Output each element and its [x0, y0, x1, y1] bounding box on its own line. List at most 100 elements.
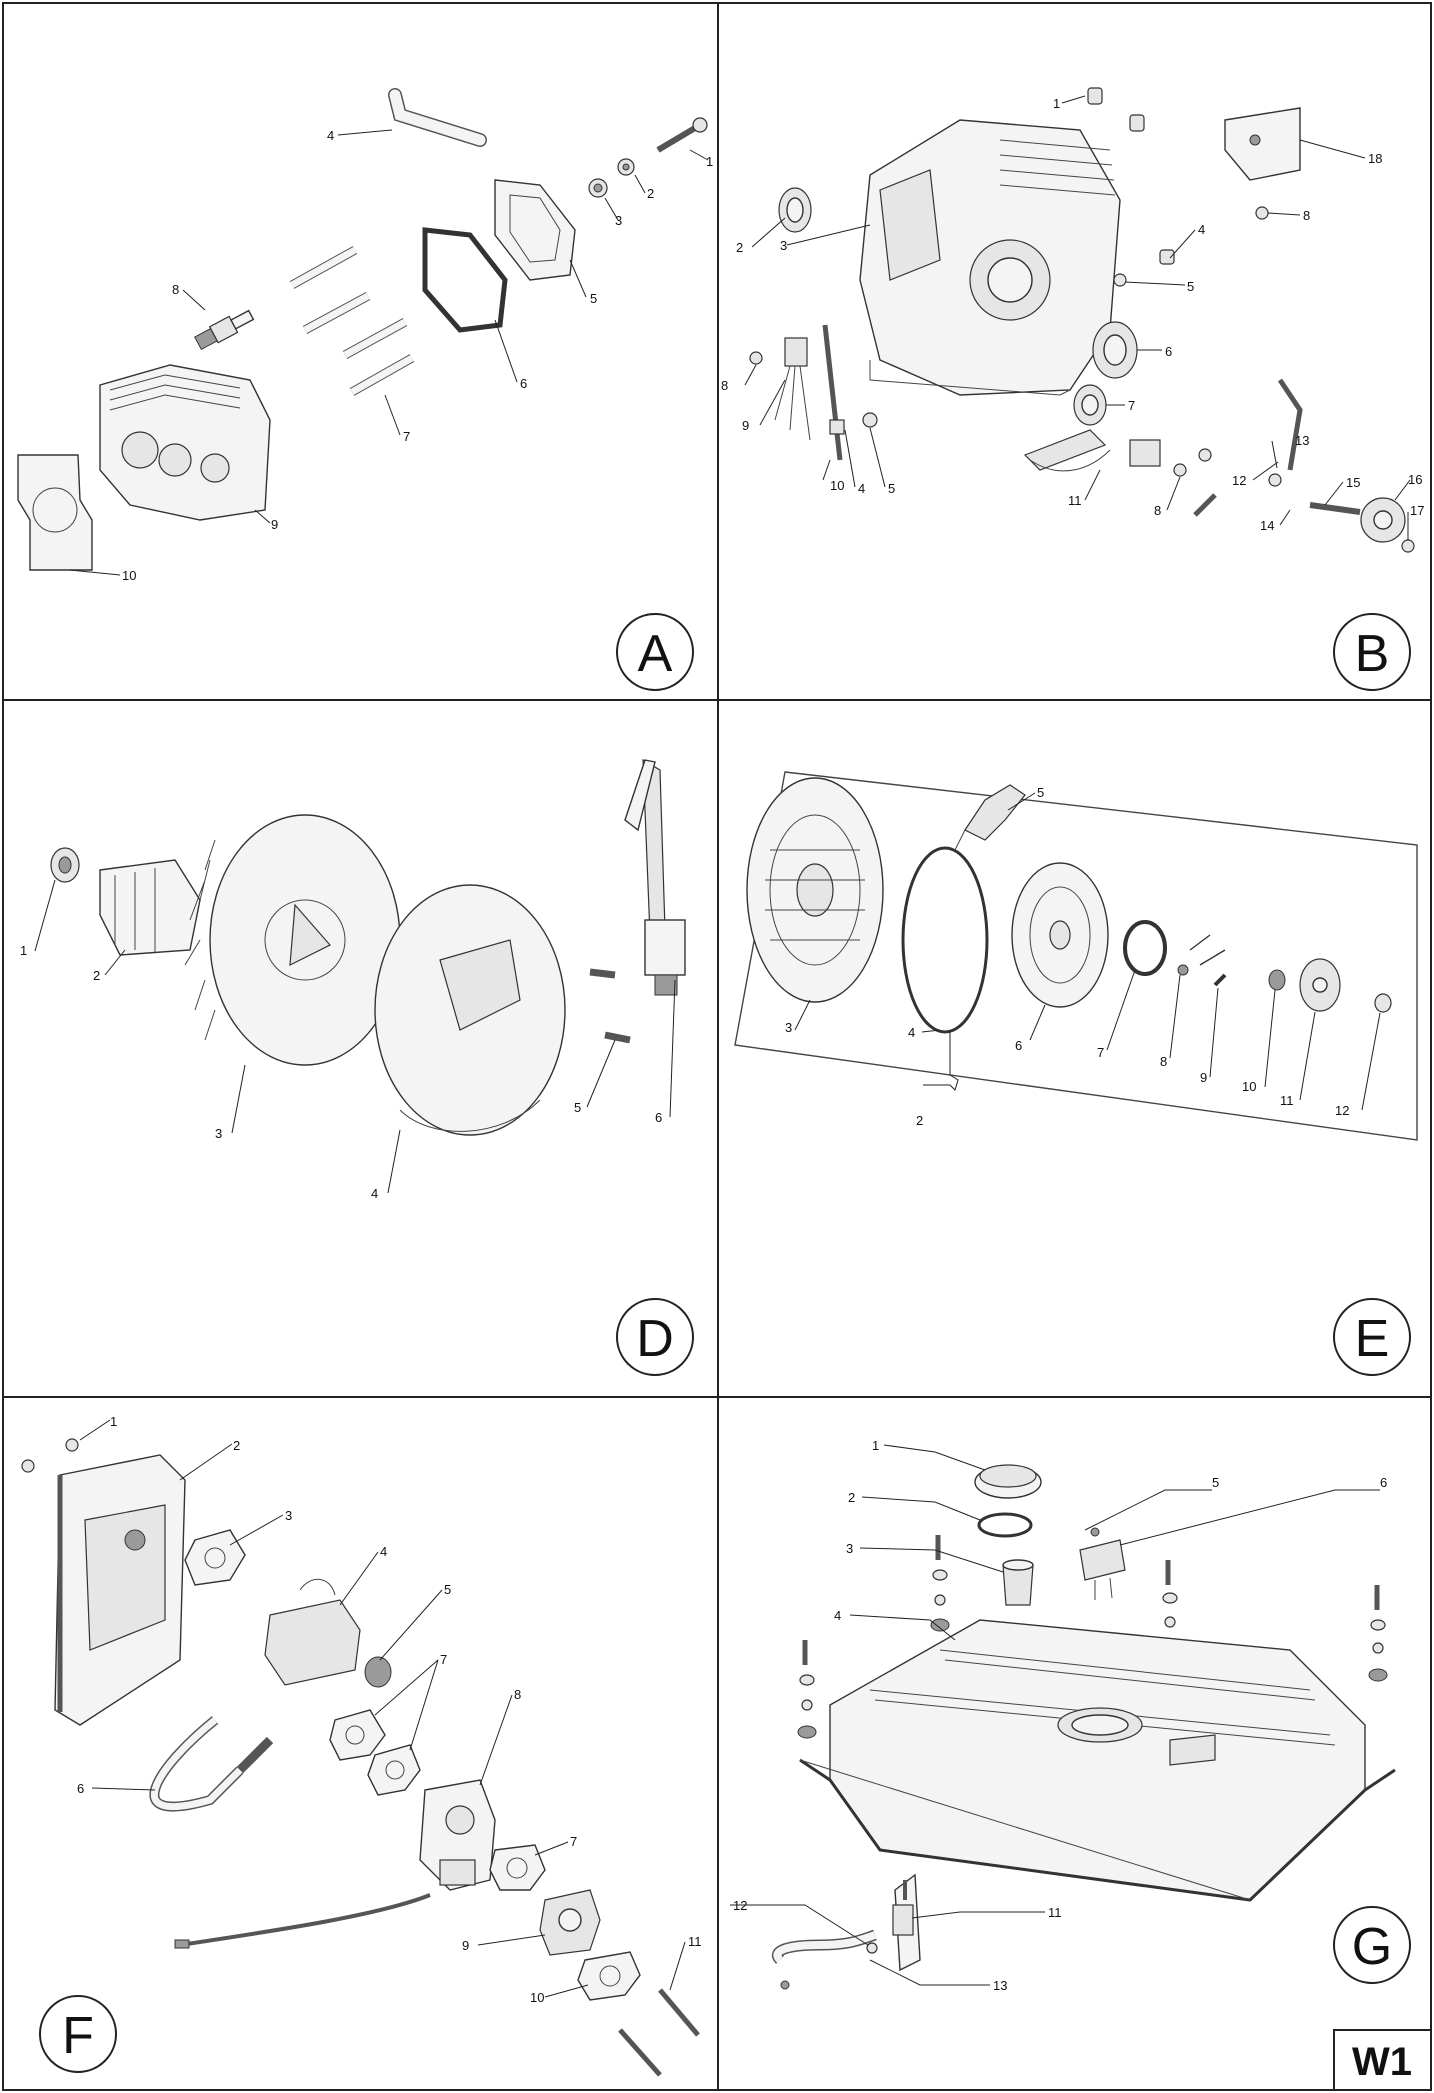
panel-letter: E — [1355, 1310, 1390, 1368]
carburetor-gasket — [329, 1709, 386, 1761]
starter-rope — [901, 846, 989, 1034]
part-label: 3 — [215, 1126, 222, 1141]
part-label: 8 — [1160, 1054, 1167, 1069]
part-label: 2 — [647, 186, 654, 201]
ignition-bolt — [589, 968, 616, 979]
part-label: 1 — [20, 943, 27, 958]
part-label: 5 — [1212, 1475, 1219, 1490]
part-label: 4 — [834, 1608, 841, 1623]
part-label: 9 — [462, 1938, 469, 1953]
part-label: 2 — [93, 968, 100, 983]
part-label: 6 — [520, 376, 527, 391]
part-label: 12 — [1232, 473, 1246, 488]
part-label: 5 — [590, 291, 597, 306]
part-label: 9 — [271, 517, 278, 532]
part-label: 13 — [993, 1978, 1007, 1993]
governor-shaft — [1277, 378, 1303, 471]
part-label: 6 — [655, 1110, 662, 1125]
starter-handle — [964, 784, 1026, 841]
part-label: 8 — [172, 282, 179, 297]
cover-gasket — [422, 227, 508, 333]
part-label: 4 — [380, 1544, 387, 1559]
part-label: 1 — [1053, 96, 1060, 111]
part-label: 5 — [574, 1100, 581, 1115]
part-label: 11 — [688, 1934, 702, 1949]
panel-d: 1 2 3 4 5 6 D — [20, 758, 694, 1376]
nut — [65, 1438, 79, 1452]
fuel-gauge — [1079, 1539, 1126, 1581]
part-label: 3 — [285, 1508, 292, 1523]
starter-cup — [99, 859, 201, 956]
part-label: 9 — [1200, 1070, 1207, 1085]
panel-a: 1 2 3 4 5 6 7 8 9 10 A — [17, 88, 713, 691]
fuel-strainer — [1002, 1564, 1034, 1606]
fuel-tank — [829, 1619, 1366, 1901]
part-label: 10 — [1242, 1079, 1256, 1094]
part-label: 10 — [530, 1990, 544, 2005]
part-label: 10 — [122, 568, 136, 583]
valve-cover — [494, 179, 576, 281]
part-label: 2 — [736, 240, 743, 255]
part-label: 1 — [110, 1414, 117, 1429]
panel-letter: G — [1352, 1918, 1392, 1976]
spark-plug — [194, 309, 255, 351]
page-code-box — [1333, 2029, 1432, 2091]
part-label: 3 — [846, 1541, 853, 1556]
part-label: 2 — [233, 1438, 240, 1453]
dowel-pin — [1087, 87, 1103, 105]
part-label: 6 — [77, 1781, 84, 1796]
part-label: 4 — [371, 1186, 378, 1201]
part-label: 11 — [1280, 1093, 1294, 1108]
head-bolts — [289, 246, 415, 396]
part-label: 4 — [908, 1025, 915, 1040]
cap-gasket — [977, 1512, 1033, 1538]
recoil-starter-box — [734, 771, 1418, 1141]
panel-letter-badge — [1333, 1906, 1411, 1984]
part-label: 8 — [514, 1687, 521, 1702]
part-label: 5 — [1037, 785, 1044, 800]
cylinder-head — [99, 364, 271, 521]
stud-bolt — [656, 122, 702, 153]
part-label: 17 — [1410, 503, 1424, 518]
throttle-cable — [179, 1893, 431, 1947]
fuel-valve — [892, 1904, 914, 1936]
panel-letter-badge — [616, 613, 694, 691]
panel-g: 1 2 3 4 5 6 11 12 13 G W1 — [730, 1438, 1432, 2091]
oil-alert-switch — [784, 337, 808, 367]
panel-f: 1 2 3 4 5 6 7 7 8 9 10 11 F — [21, 1414, 702, 2077]
panel-letter: A — [638, 625, 673, 683]
part-label: 11 — [1068, 493, 1082, 508]
reel-screw — [1374, 993, 1392, 1013]
part-label: 8 — [1303, 208, 1310, 223]
part-label: 7 — [570, 1834, 577, 1849]
part-label: 12 — [1335, 1103, 1349, 1118]
part-label: 5 — [444, 1582, 451, 1597]
part-label: 15 — [1346, 475, 1360, 490]
part-label: 7 — [440, 1652, 447, 1667]
part-label: 4 — [858, 481, 865, 496]
part-label: 7 — [1128, 398, 1135, 413]
panel-letter-badge — [1333, 1298, 1411, 1376]
part-label: 4 — [1198, 222, 1205, 237]
part-label: 13 — [1295, 433, 1309, 448]
ratchet-spring — [1268, 969, 1286, 991]
ignition-coil — [644, 919, 686, 976]
part-label: 3 — [785, 1020, 792, 1035]
part-label: 2 — [848, 1490, 855, 1505]
part-label: 12 — [733, 1898, 747, 1913]
part-label: 6 — [1165, 344, 1172, 359]
insulator-gasket — [577, 1951, 641, 2001]
part-label: 6 — [1380, 1475, 1387, 1490]
part-label: 6 — [1015, 1038, 1022, 1053]
panel-letter-badge — [1333, 613, 1411, 691]
part-label: 8 — [721, 378, 728, 393]
head-gasket — [17, 454, 93, 571]
recoil-spring — [1123, 920, 1167, 976]
air-cleaner-gasket — [184, 1529, 246, 1586]
part-label: 4 — [327, 128, 334, 143]
part-label: 8 — [1154, 503, 1161, 518]
dipstick — [822, 324, 843, 461]
part-label: 1 — [872, 1438, 879, 1453]
panel-letter: F — [62, 2007, 94, 2065]
